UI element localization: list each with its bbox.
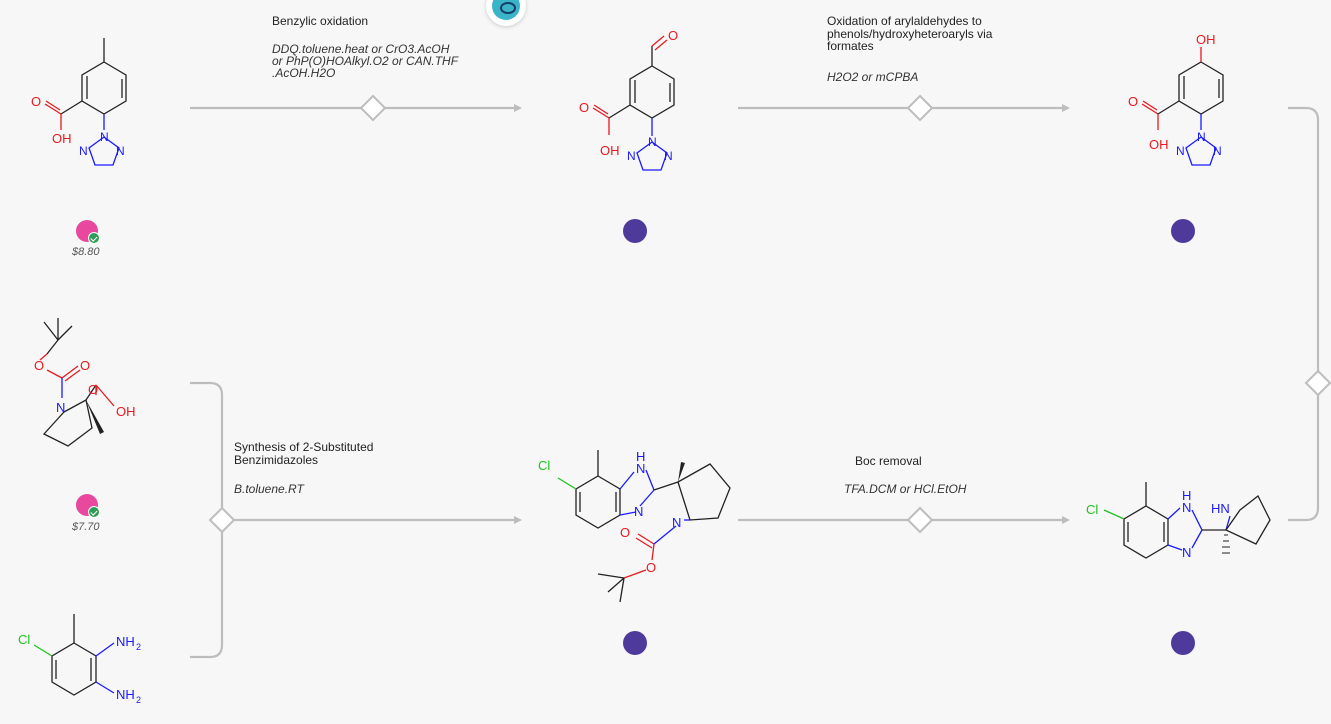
reaction-1-conditions: DDQ.toluene.heat or CrO3.AcOH or PhP(O)H… xyxy=(272,42,459,80)
svg-text:2: 2 xyxy=(136,642,141,652)
svg-text:OH: OH xyxy=(1196,32,1216,47)
reaction-4-title: Boc removal xyxy=(855,454,922,468)
molecule-final-product[interactable] xyxy=(1103,482,1271,559)
aldehyde-nitrogen-labels: N N N xyxy=(627,135,673,163)
svg-text:N: N xyxy=(100,130,109,144)
boc-benzimidazole-oxygen-labels: O O xyxy=(620,525,656,575)
svg-text:O: O xyxy=(646,560,656,575)
svg-text:N: N xyxy=(672,515,681,530)
svg-text:N: N xyxy=(1176,144,1185,158)
svg-text:N: N xyxy=(116,144,125,158)
boc-benzimidazole-wedge xyxy=(678,462,685,482)
svg-text:N: N xyxy=(1182,500,1191,515)
final-product-status-dot[interactable] xyxy=(1171,631,1195,655)
step-bracket-diamond-icon[interactable] xyxy=(1304,369,1331,397)
svg-text:OH: OH xyxy=(116,404,136,419)
boc-benzimidazole-status-dot[interactable] xyxy=(623,631,647,655)
reaction-3-title: Synthesis of 2-Substituted Benzimidazole… xyxy=(234,440,374,467)
aldehyde-status-dot[interactable] xyxy=(623,219,647,243)
molecule-phenol[interactable] xyxy=(1141,47,1224,166)
step-4-diamond-icon[interactable] xyxy=(906,506,934,534)
final-product-nitrogen-labels: N H N HN xyxy=(1182,488,1230,560)
reaction-2-title: Oxidation of arylaldehydes to phenols/hy… xyxy=(827,14,993,54)
reaction-4-conditions: TFA.DCM or HCl.EtOH xyxy=(844,482,967,496)
svg-text:N: N xyxy=(648,135,657,149)
boc-proline-nitrogen-label: N xyxy=(56,400,65,415)
svg-text:N: N xyxy=(1182,545,1191,560)
boc-proline-price: $7.70 xyxy=(72,521,100,533)
step-diamond-icons[interactable] xyxy=(208,94,1331,534)
diamine-chlorine-label: Cl xyxy=(18,632,30,647)
retrosynthesis-tree-icon xyxy=(492,0,520,20)
reaction-2-conditions: H2O2 or mCPBA xyxy=(827,70,919,84)
start-acid-oxygen-labels: O OH xyxy=(31,94,72,146)
molecule-aldehyde[interactable] xyxy=(592,35,675,171)
check-icon xyxy=(88,232,100,244)
step-1-diamond-icon[interactable] xyxy=(359,94,387,122)
svg-text:O: O xyxy=(620,525,630,540)
step-2-diamond-icon[interactable] xyxy=(906,94,934,122)
phenol-nitrogen-labels: N N N xyxy=(1176,130,1222,158)
boc-benzimidazole-nitrogen-labels: N H N N xyxy=(634,449,681,530)
phenol-oxygen-labels: OH O OH xyxy=(1128,32,1216,152)
svg-text:N: N xyxy=(627,149,636,163)
svg-text:O: O xyxy=(668,28,678,43)
svg-text:N: N xyxy=(1213,144,1222,158)
final-product-chlorine-label: Cl xyxy=(1086,502,1098,517)
svg-text:O: O xyxy=(1128,94,1138,109)
svg-text:2: 2 xyxy=(136,695,141,705)
boc-proline-oxygen-labels: O O O OH xyxy=(34,358,136,419)
svg-text:NH: NH xyxy=(116,634,135,649)
boc-benzimidazole-chlorine-label: Cl xyxy=(538,458,550,473)
svg-text:O: O xyxy=(31,94,41,109)
svg-text:OH: OH xyxy=(52,131,72,146)
svg-text:N: N xyxy=(664,149,673,163)
molecule-boc-benzimidazole[interactable] xyxy=(557,450,731,603)
start-acid-buyable-badge[interactable] xyxy=(76,220,100,244)
molecule-diamine[interactable] xyxy=(33,614,115,696)
svg-text:O: O xyxy=(579,100,589,115)
start-acid-price: $8.80 xyxy=(72,246,100,258)
svg-text:O: O xyxy=(34,358,44,373)
svg-text:N: N xyxy=(636,461,645,476)
svg-text:HN: HN xyxy=(1211,501,1230,516)
svg-text:OH: OH xyxy=(1149,137,1169,152)
svg-text:N: N xyxy=(1197,130,1206,144)
svg-text:OH: OH xyxy=(600,143,620,158)
boc-proline-wedge xyxy=(86,400,104,434)
svg-text:H: H xyxy=(636,449,645,464)
boc-proline-buyable-badge[interactable] xyxy=(76,494,100,518)
diamine-amine-labels: NH 2 NH 2 xyxy=(116,634,141,705)
molecule-start-acid[interactable] xyxy=(44,38,127,166)
svg-text:N: N xyxy=(79,144,88,158)
reaction-3-conditions: B.toluene.RT xyxy=(234,482,304,496)
svg-text:O: O xyxy=(88,382,98,397)
aldehyde-oxygen-labels: O O OH xyxy=(579,28,678,158)
check-icon xyxy=(88,506,100,518)
start-acid-nitrogen-labels: N N N xyxy=(79,130,125,158)
reaction-connectors xyxy=(190,104,1320,659)
svg-text:N: N xyxy=(634,504,643,519)
reaction-1-title: Benzylic oxidation xyxy=(272,14,369,28)
final-product-hashed-bond xyxy=(1222,534,1230,554)
svg-text:NH: NH xyxy=(116,687,135,702)
svg-text:O: O xyxy=(80,358,90,373)
svg-text:H: H xyxy=(1182,488,1191,503)
phenol-status-dot[interactable] xyxy=(1171,219,1195,243)
molecule-boc-proline[interactable] xyxy=(39,318,115,447)
step-3-diamond-icon[interactable] xyxy=(208,506,236,534)
